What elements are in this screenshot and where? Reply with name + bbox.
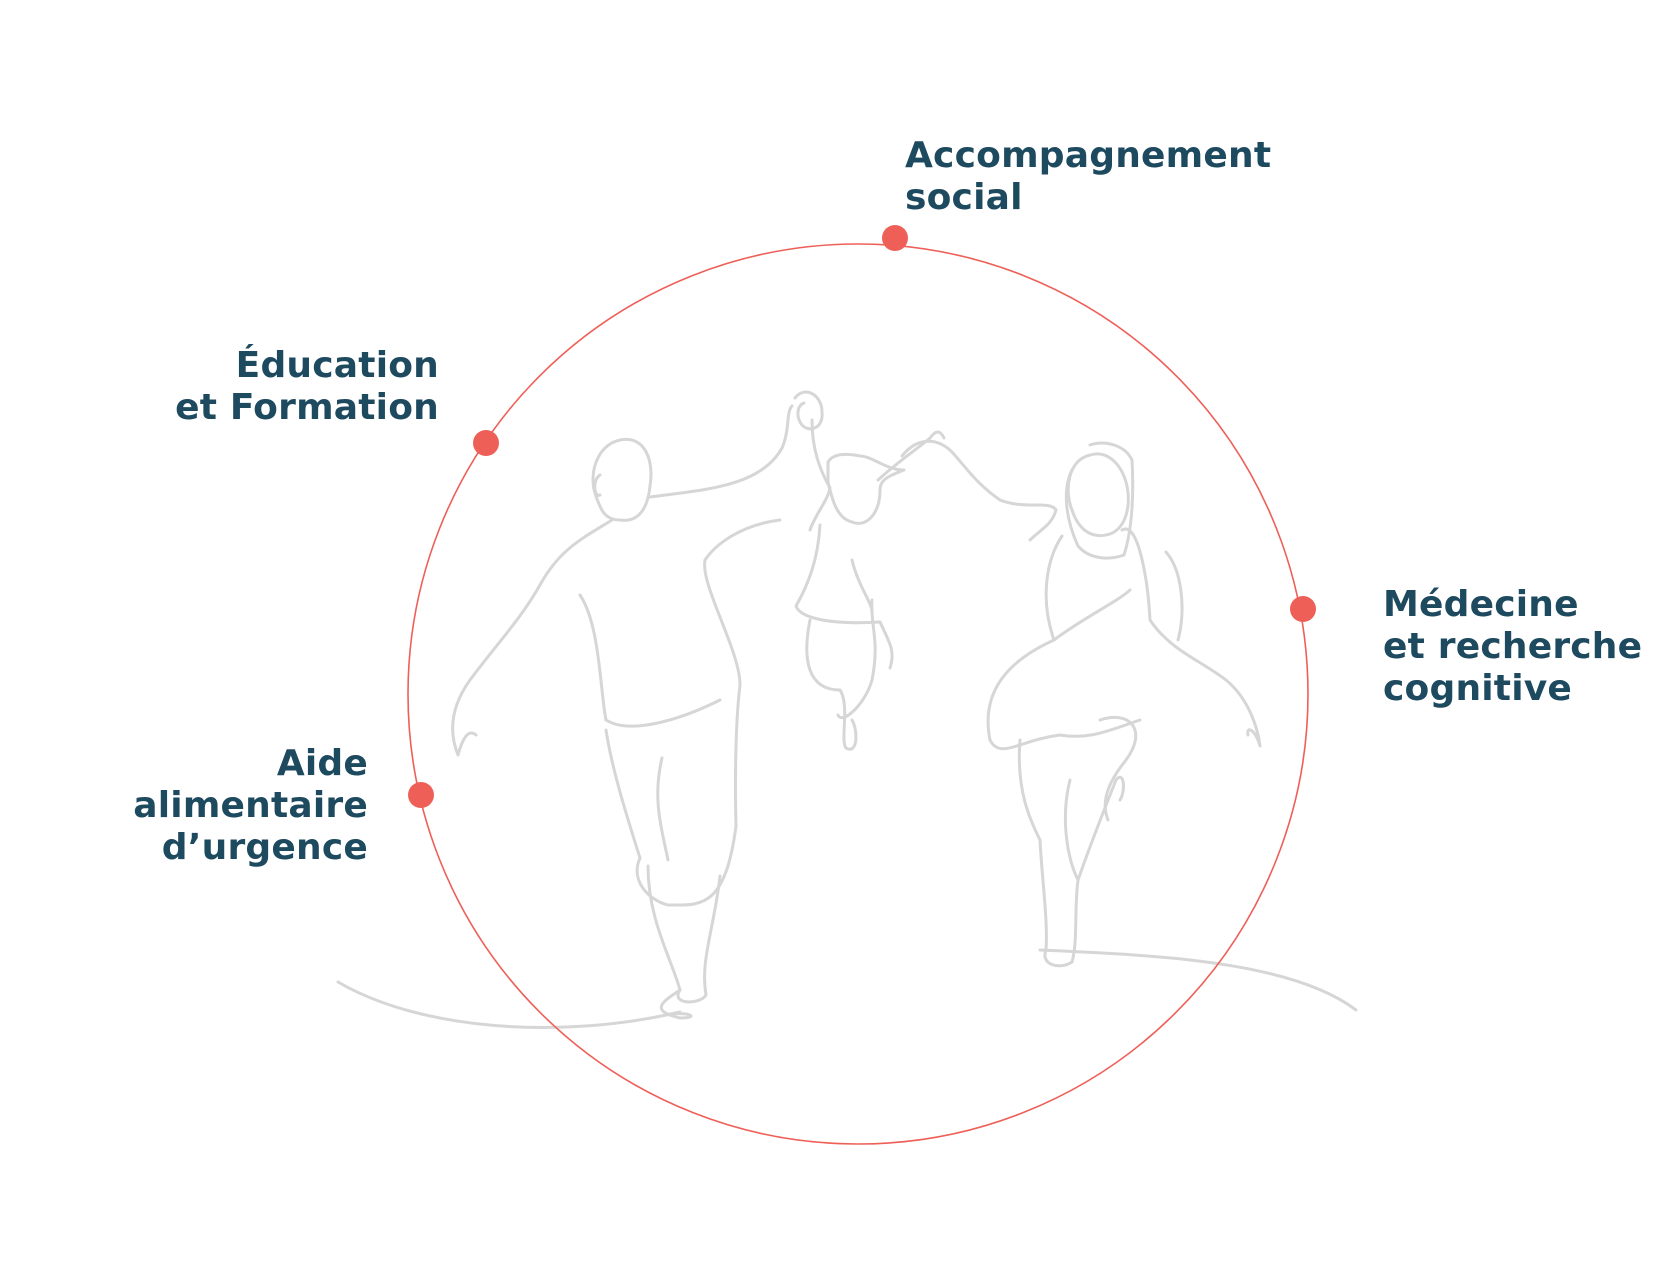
child-figure: [794, 418, 946, 751]
label-line: social: [905, 177, 1023, 218]
label-line: alimentaire: [133, 785, 368, 826]
label-line: d’urgence: [161, 827, 368, 868]
node-dot-upper-left: [473, 430, 499, 456]
label-line: Éducation: [235, 345, 439, 386]
node-dot-lower-left: [408, 782, 434, 808]
label-line: et Formation: [175, 387, 439, 428]
orbit-circle: [407, 243, 1309, 1145]
label-line: Médecine: [1383, 584, 1579, 625]
node-dot-right: [1290, 596, 1316, 622]
family-illustration: [336, 390, 1358, 1029]
label-line: cognitive: [1383, 668, 1573, 709]
raised-hand-man: [793, 390, 824, 431]
label-line: et recherche: [1383, 626, 1643, 667]
ground-line-right: [1038, 948, 1358, 1012]
man-figure: [451, 404, 794, 1020]
label-education-formation: Éducation et Formation: [175, 345, 439, 429]
joined-hands-right: [900, 439, 1058, 542]
label-line: Aide: [276, 743, 368, 784]
label-medecine-recherche: Médecine et recherche cognitive: [1383, 584, 1642, 710]
label-line: Accompagnement: [905, 135, 1272, 176]
node-dot-top: [882, 225, 908, 251]
label-aide-alimentaire: Aide alimentaire d’urgence: [133, 743, 368, 869]
woman-figure: [986, 441, 1262, 968]
ground-line-left: [336, 980, 682, 1029]
label-accompagnement-social: Accompagnement social: [905, 135, 1271, 219]
